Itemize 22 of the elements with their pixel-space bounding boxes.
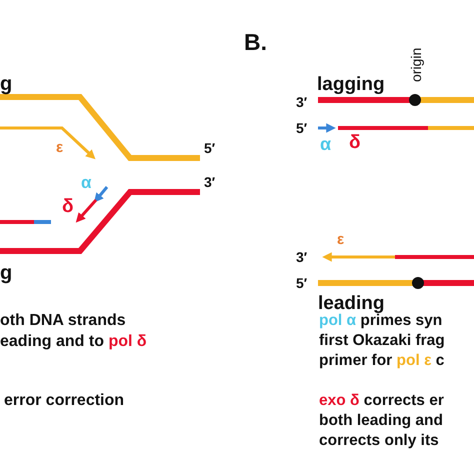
polymerase-symbol: ε	[56, 140, 64, 155]
strand-end-label: 5′	[204, 141, 216, 155]
polymerase-symbol: ε	[337, 232, 344, 247]
description-text: error correction	[4, 393, 124, 409]
origin-label: origin	[409, 48, 423, 82]
strand-end-label: 5′	[296, 276, 308, 290]
description-text: oth DNA strands eading and to pol δ	[0, 311, 148, 352]
strand-label: g	[0, 263, 12, 283]
strand-label: lagging	[317, 75, 385, 94]
strand-label: leading	[318, 294, 385, 313]
description-text: pol α primes syn first Okazaki frag primer for pol ε c	[319, 312, 446, 372]
polymerase-symbol: δ	[62, 197, 74, 216]
strand-end-label: 3′	[296, 95, 308, 109]
description-text: exo δ corrects er both leading and corrects only its	[319, 391, 445, 452]
strand-end-label: 3′	[296, 250, 308, 264]
polymerase-symbol: α	[81, 174, 92, 191]
strand-end-label: 3′	[204, 175, 216, 189]
panel-label: B.	[244, 31, 267, 54]
strand-end-label: 5′	[296, 121, 308, 135]
polymerase-symbol: δ	[349, 133, 361, 152]
strand-label: g	[0, 74, 12, 94]
polymerase-symbol: α	[320, 135, 332, 153]
